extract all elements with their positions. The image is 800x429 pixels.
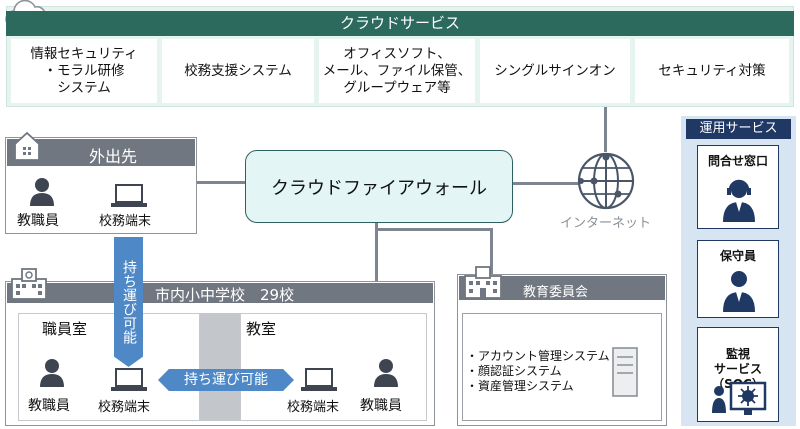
ops-service-title: 運用サービス — [686, 119, 791, 139]
service-single-sign-on: シングルサインオン — [480, 39, 630, 103]
ops-card-maintenance-label: 保守員 — [719, 249, 756, 263]
firewall-internet-line — [513, 182, 585, 185]
laptop-icon — [110, 367, 148, 393]
cloud-firewall-box: クラウドファイアウォール — [245, 150, 513, 223]
staff-room-label: 職員室 — [42, 320, 88, 338]
globe-icon — [575, 150, 637, 212]
room-divider — [200, 313, 240, 421]
outside-title: 外出先 — [89, 147, 138, 166]
school-header — [7, 283, 433, 303]
service-security-measures: セキュリティ対策 — [635, 39, 789, 103]
laptop-icon — [300, 367, 338, 393]
school-staff-right-label: 教職員 — [360, 398, 402, 414]
office-building-icon — [463, 264, 503, 300]
outside-firewall-line — [196, 181, 246, 184]
school-terminal-left-label: 校務端末 — [98, 400, 151, 415]
carry-vertical-arrow: 持ち運び可能 — [114, 237, 143, 367]
ops-card-helpdesk-label: 問合せ窓口 — [707, 154, 768, 168]
board-system-face: ・顔認証システム — [466, 364, 562, 378]
staff-person-icon — [372, 357, 400, 387]
house-icon — [12, 130, 42, 162]
board-system-asset: ・資産管理システム — [466, 379, 574, 393]
headset-operator-icon — [721, 178, 757, 222]
board-drop-line — [490, 228, 493, 274]
carry-horizontal-arrow: 持ち運び可能 — [158, 369, 294, 391]
outside-staff-label: 教職員 — [17, 213, 59, 229]
laptop-icon — [110, 183, 148, 209]
classroom-label: 教室 — [246, 320, 277, 338]
monitoring-operator-icon — [711, 381, 769, 419]
staff-person-icon — [38, 357, 66, 387]
school-terminal-right-label: 校務端末 — [287, 400, 340, 415]
board-title: 教育委員会 — [523, 285, 589, 300]
internet-uplink-line — [604, 107, 607, 152]
service-security-training: 情報セキュリティ ・モラル研修 システム — [11, 39, 157, 103]
cloud-service-title: クラウドサービス — [6, 11, 794, 36]
server-icon — [612, 347, 638, 397]
firewall-down-line — [375, 223, 378, 281]
service-office-software: オフィスソフト、 メール、ファイル保管、 グループウェア等 — [319, 39, 475, 103]
school-staff-left-label: 教職員 — [28, 398, 70, 414]
board-system-account: ・アカウント管理システム — [466, 349, 610, 363]
staff-person-icon — [28, 176, 56, 206]
classroom-area — [240, 313, 427, 421]
outside-terminal-label: 校務端末 — [99, 214, 152, 229]
school-title: 市内小中学校 29校 — [155, 286, 295, 304]
board-branch-line — [375, 228, 492, 231]
school-building-icon — [10, 265, 48, 301]
service-school-admin: 校務支援システム — [162, 39, 314, 103]
maintenance-staff-icon — [721, 268, 757, 312]
internet-label: インターネット — [560, 216, 652, 231]
